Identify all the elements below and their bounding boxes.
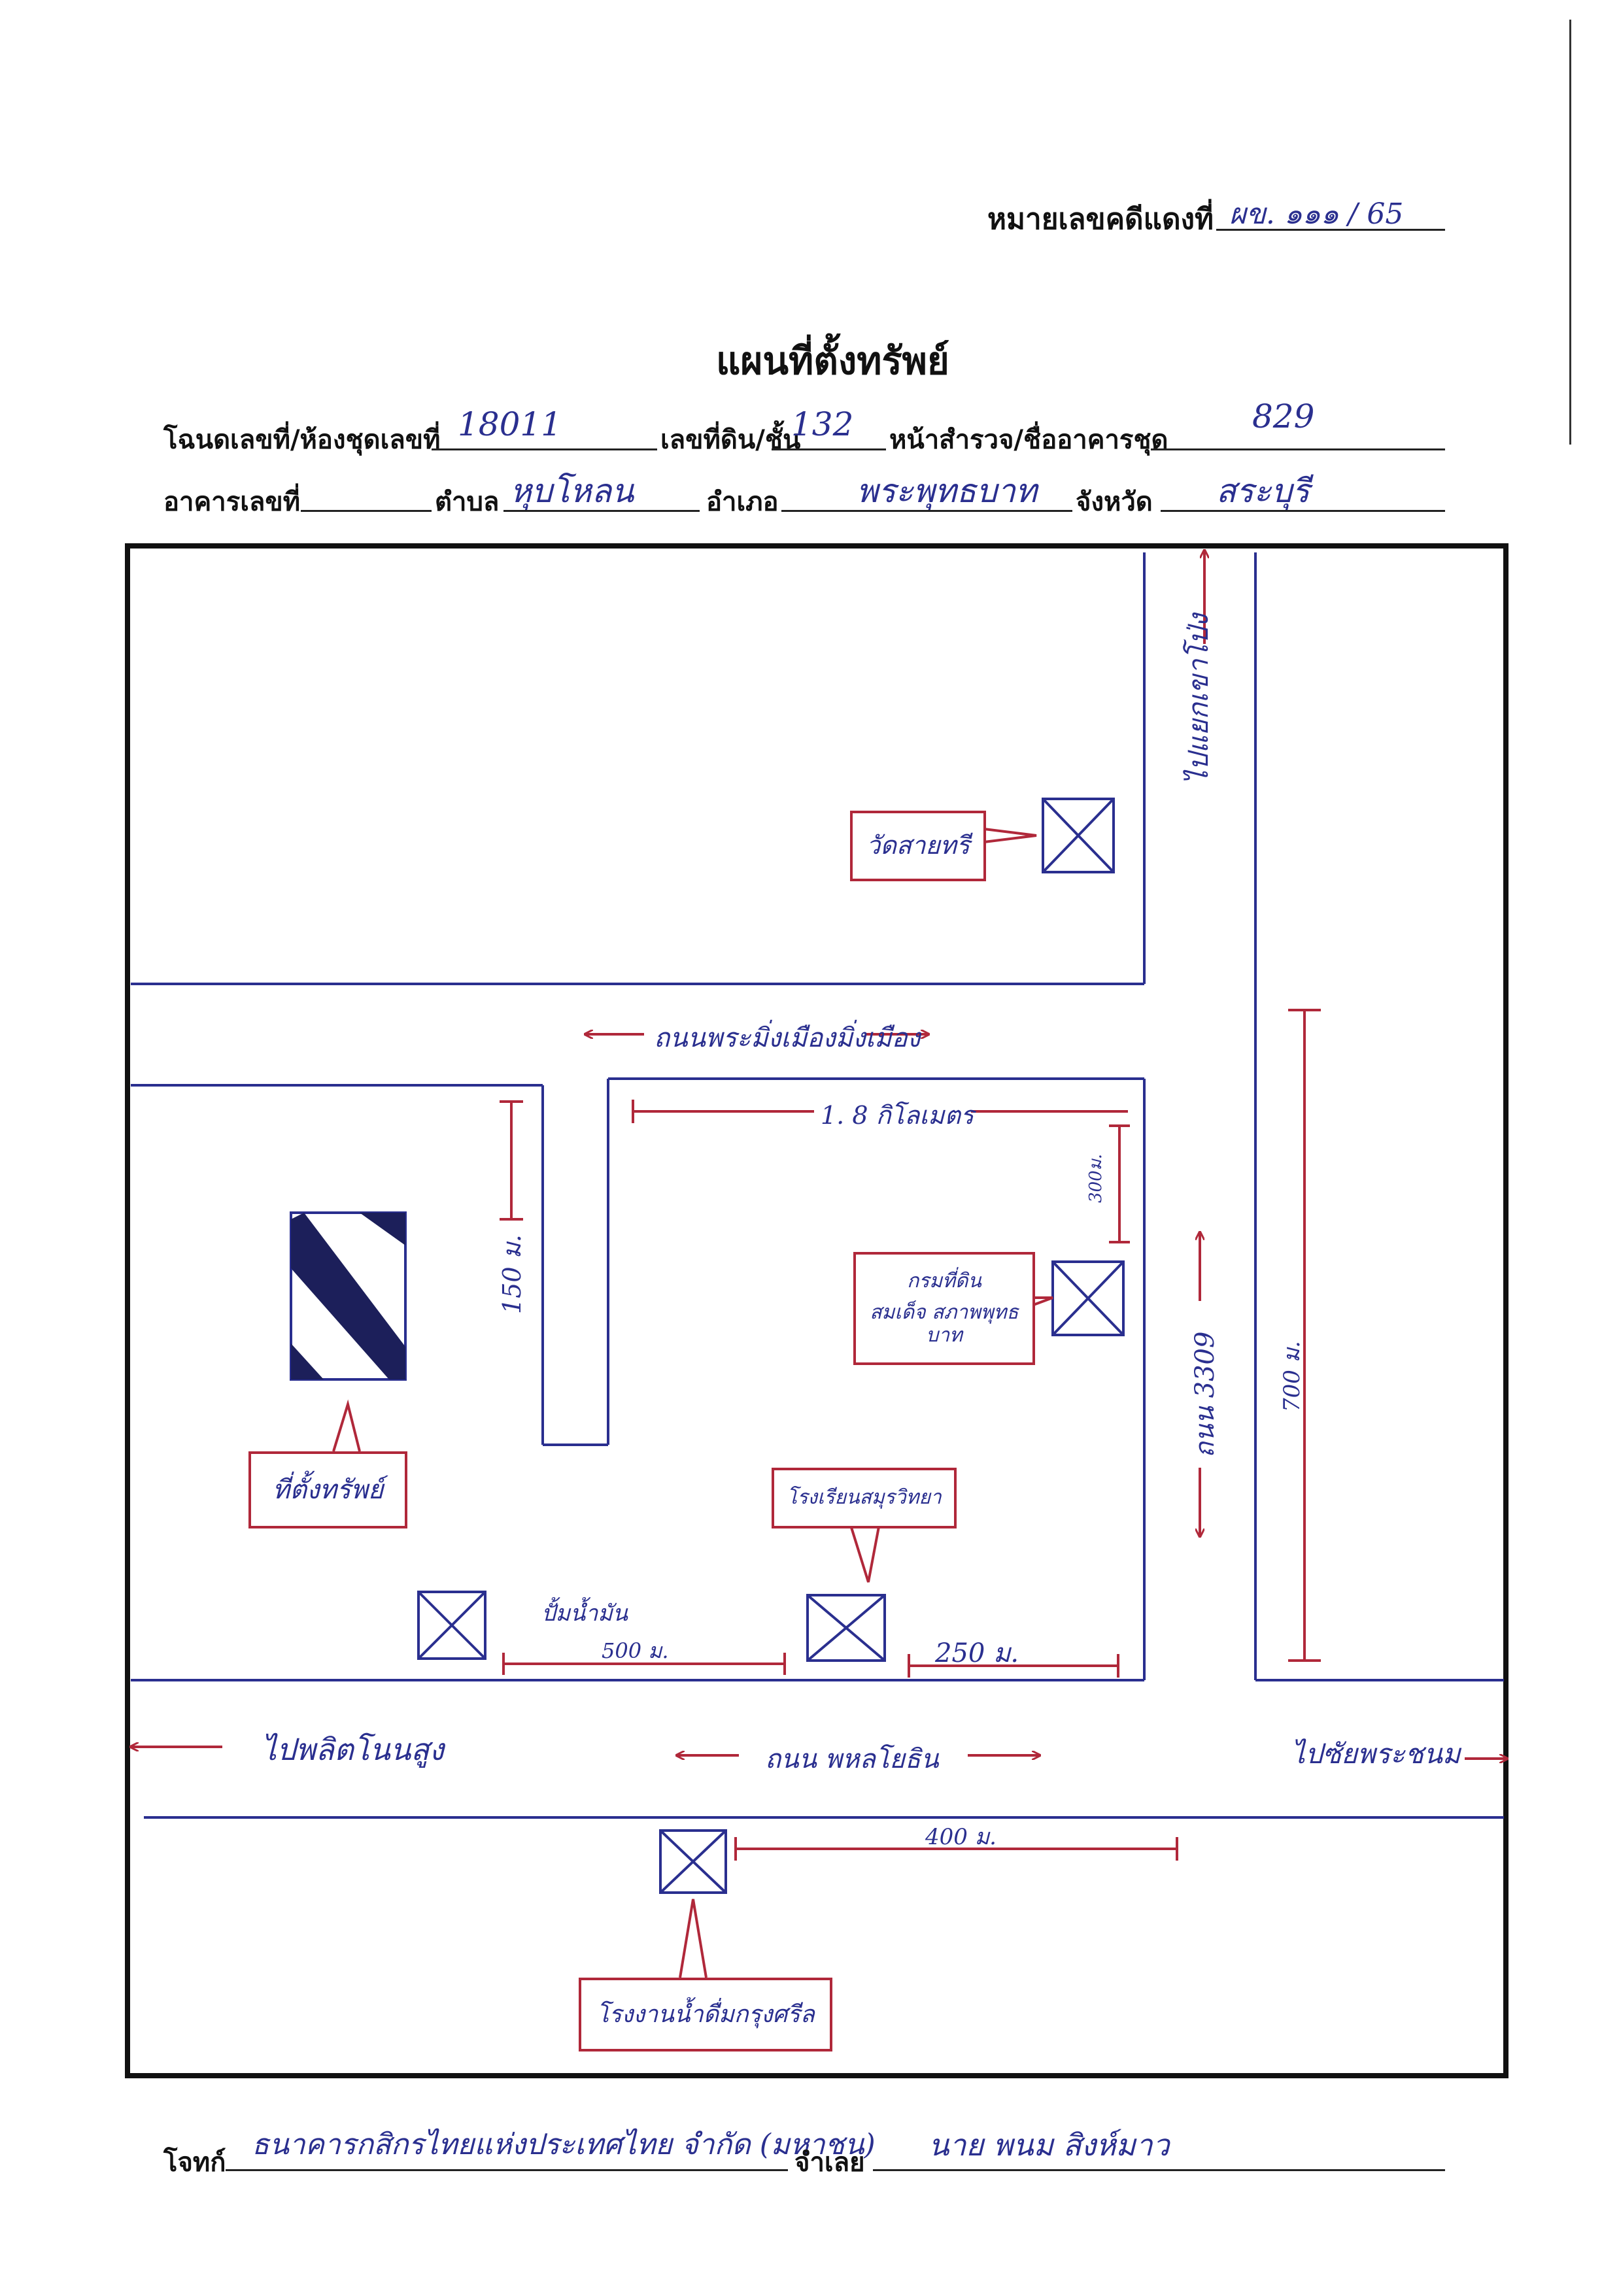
factory-marker bbox=[659, 1829, 727, 1894]
dist-300m-label: 300ม. bbox=[1086, 1153, 1106, 1203]
wat-marker bbox=[1042, 798, 1115, 873]
callout-property: ที่ตั้งทรัพย์ bbox=[248, 1451, 407, 1528]
road-right-top-label: ไปแยกเขาโป่ง bbox=[1182, 613, 1214, 785]
defendant-label: จำเลย bbox=[794, 2148, 865, 2178]
road-top-label: ถนนพระมิ่งเมืองมิ่งเมือง bbox=[654, 1023, 921, 1053]
callout-school-text: โรงเรียนสมุรวิทยา bbox=[787, 1486, 942, 1510]
plaintiff-underline bbox=[226, 2169, 788, 2171]
land-office-marker bbox=[1051, 1260, 1125, 1336]
defendant-value: นาย พนม สิงห์มาว bbox=[929, 2127, 1170, 2163]
dist-700m-label: 700 ม. bbox=[1279, 1341, 1305, 1412]
survey-label: หน้าสำรวจ/ชื่ออาคารชุด bbox=[889, 425, 1168, 455]
deed-underline bbox=[432, 448, 657, 450]
page-title: แผนที่ตั้งทรัพย์ bbox=[716, 339, 949, 383]
district-underline bbox=[781, 510, 1072, 512]
callout-factory-text: โรงงานน้ำดื่มกรุงศรีล bbox=[596, 2001, 815, 2028]
factory-pointer bbox=[679, 1899, 707, 1978]
dist-150m-label: 150 ม. bbox=[498, 1234, 526, 1314]
dist-250m-label: 250 ม. bbox=[935, 1638, 1019, 1668]
to-left-label: ไปพลิตโนนสูง bbox=[262, 1732, 444, 1767]
subdistrict-value: หุบโหลน bbox=[510, 472, 634, 510]
callout-school: โรงเรียนสมุรวิทยา bbox=[772, 1468, 957, 1528]
callout-wat-text: วัดสายทรี bbox=[866, 831, 970, 860]
property-parcel bbox=[290, 1211, 407, 1381]
property-pointer bbox=[332, 1399, 361, 1452]
road-lines bbox=[131, 552, 1504, 1819]
callout-land-office-line2: สมเด็จ สภาพพุทธบาท bbox=[870, 1301, 1019, 1347]
gas-station-label: ปั้มน้ำมัน bbox=[541, 1600, 628, 1627]
defendant-underline bbox=[873, 2169, 1445, 2171]
callout-factory: โรงงานน้ำดื่มกรุงศรีล bbox=[579, 1978, 832, 2051]
school-marker bbox=[806, 1594, 886, 1662]
province-value: สระบุรี bbox=[1216, 472, 1310, 510]
plaintiff-label: โจทก์ bbox=[163, 2148, 226, 2178]
page-edge-line bbox=[1569, 20, 1571, 445]
province-label: จังหวัด bbox=[1076, 487, 1153, 517]
road-main-label: ถนน พหลโยธิน bbox=[765, 1744, 939, 1774]
dist-500m-label: 500 ม. bbox=[602, 1638, 669, 1663]
deed-value: 18011 bbox=[458, 405, 562, 443]
road-3309-label: ถนน 3309 bbox=[1190, 1331, 1220, 1458]
land-office-pointer bbox=[1029, 1296, 1053, 1308]
deed-label: โฉนดเลขที่/ห้องชุดเลขที่ bbox=[163, 425, 441, 455]
school-pointer bbox=[849, 1523, 881, 1583]
dist-400m-label: 400 ม. bbox=[925, 1824, 997, 1850]
callout-property-text: ที่ตั้งทรัพย์ bbox=[272, 1475, 384, 1505]
building-underline bbox=[301, 510, 432, 512]
district-label: อำเภอ bbox=[706, 487, 779, 517]
case-number-underline bbox=[1216, 229, 1445, 231]
case-number-label: หมายเลขคดีแดงที่ bbox=[987, 203, 1214, 236]
case-number-value: ผข. ๑๑๑ / 65 bbox=[1229, 197, 1404, 231]
land-no-value: 132 bbox=[791, 405, 854, 443]
land-no-underline bbox=[772, 448, 886, 450]
survey-value: 829 bbox=[1252, 397, 1315, 435]
plaintiff-value: ธนาคารกสิกรไทยแห่งประเทศไทย จำกัด (มหาชน… bbox=[252, 2128, 876, 2161]
gas-station-marker bbox=[417, 1591, 486, 1660]
map-frame bbox=[125, 543, 1508, 2078]
callout-wat: วัดสายทรี bbox=[850, 811, 986, 881]
survey-underline bbox=[1151, 448, 1445, 450]
to-right-label: ไปซัยพระชนม bbox=[1291, 1738, 1461, 1770]
wat-pointer bbox=[983, 828, 1037, 843]
subdistrict-label: ตำบล bbox=[435, 487, 500, 517]
dist-1-8km-label: 1. 8 กิโลเมตร bbox=[821, 1101, 974, 1130]
subdistrict-underline bbox=[503, 510, 700, 512]
province-underline bbox=[1161, 510, 1445, 512]
district-value: พระพุทธบาท bbox=[857, 472, 1037, 510]
building-label: อาคารเลขที่ bbox=[163, 487, 301, 517]
callout-land-office-line1: กรมที่ดิน bbox=[907, 1269, 981, 1292]
callout-land-office: กรมที่ดิน สมเด็จ สภาพพุทธบาท bbox=[853, 1252, 1035, 1365]
